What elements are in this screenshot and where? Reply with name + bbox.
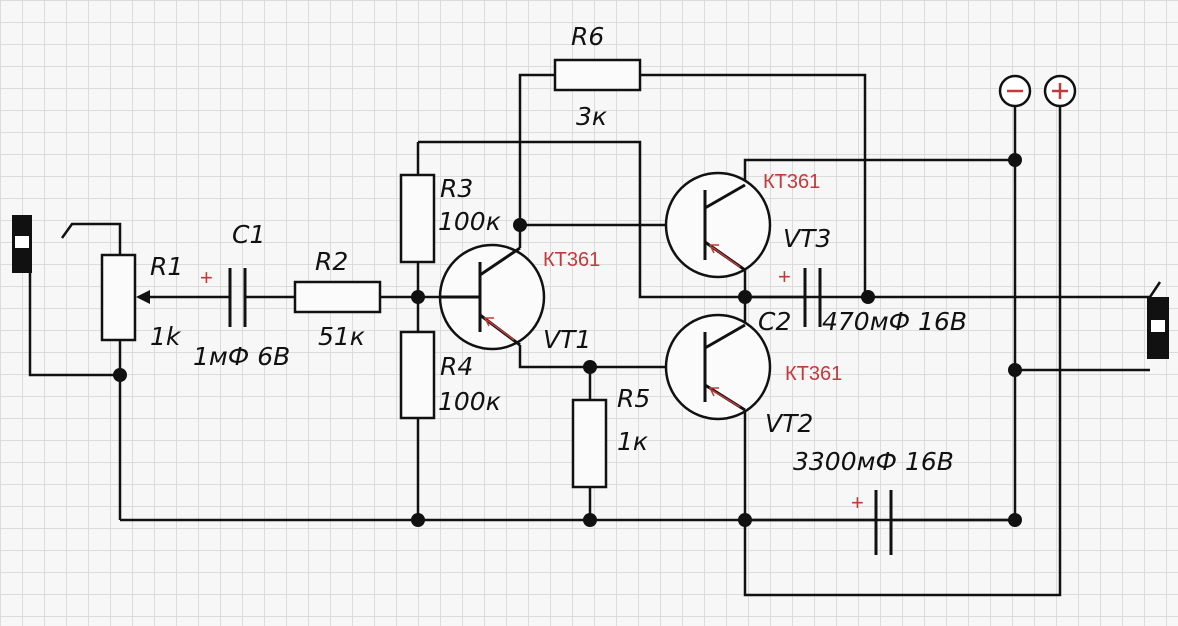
vt3-body <box>664 171 772 279</box>
vt3-collector <box>704 183 746 210</box>
vt3-label: VT3 <box>783 224 831 253</box>
c1-label: C1 <box>232 220 265 249</box>
resistors <box>100 58 642 489</box>
vt2-label: VT2 <box>765 409 813 438</box>
r6-label: R6 <box>571 22 604 51</box>
junction-dot <box>583 360 597 374</box>
wire-input-jack <box>28 265 120 377</box>
vt2-emitter-arrow <box>711 389 741 408</box>
vt3-emitter-arrow <box>711 246 741 268</box>
output-jack-tip <box>1151 320 1165 332</box>
c3-polarity: + <box>851 490 864 515</box>
junction-dot <box>1008 513 1022 527</box>
vt2-part-number: КТ361 <box>785 363 842 385</box>
resistor-r1 <box>100 253 137 342</box>
vt3-arrow-head <box>708 244 719 254</box>
resistor-r3 <box>399 173 436 264</box>
resistor-r2 <box>293 280 382 314</box>
c1-polarity: + <box>200 265 213 290</box>
c2-polarity: + <box>778 264 791 289</box>
c3-value: 3300мФ 16В <box>793 447 954 476</box>
r2-value: 51к <box>318 322 365 351</box>
r5-label: R5 <box>617 384 650 413</box>
capacitors <box>228 268 1015 555</box>
c2-label: C2 <box>758 307 791 336</box>
vt3-part-number: КТ361 <box>763 171 820 193</box>
r4-label: R4 <box>440 352 473 381</box>
junction-dot <box>738 513 752 527</box>
junction-dot <box>738 290 752 304</box>
input-jack-tip <box>15 236 29 248</box>
junction-dot <box>583 513 597 527</box>
power-terminals <box>998 74 1077 108</box>
wire-vt2-emitter <box>743 95 1062 597</box>
c1-value: 1мФ 6В <box>193 342 290 371</box>
junctions <box>113 153 1022 527</box>
vt2-arrow-head <box>708 387 719 397</box>
resistor-r6 <box>553 58 642 92</box>
c2-value: 470мФ 16В <box>822 307 967 336</box>
resistor-r4 <box>399 330 436 420</box>
vt1-emitter-arrow <box>486 319 515 341</box>
r1-value: 1k <box>150 322 182 351</box>
transistor-vt3 <box>664 171 772 279</box>
resistor-r5 <box>571 398 608 489</box>
input-jack <box>12 215 32 273</box>
wire-r6-right <box>640 73 867 297</box>
junction-dot <box>113 368 127 382</box>
r3-value: 100к <box>438 207 501 236</box>
vt2-collector <box>704 323 746 350</box>
r2-label: R2 <box>315 247 348 276</box>
wire-input-top <box>60 222 122 255</box>
vt1-part-number: КТ361 <box>543 249 600 271</box>
junction-dot <box>411 290 425 304</box>
wire-r6-left <box>518 73 555 225</box>
vt2-body <box>664 313 772 421</box>
r4-value: 100к <box>438 387 501 416</box>
transistor-vt1 <box>438 225 546 351</box>
vt1-label: VT1 <box>543 325 591 354</box>
r1-wiper-arrow <box>136 290 150 304</box>
r3-label: R3 <box>440 174 473 203</box>
labels: R1 1k C1 + 1мФ 6В R2 51к R3 100к R4 100к… <box>150 22 967 515</box>
vt1-arrow-head <box>483 317 494 327</box>
junction-dot <box>1008 153 1022 167</box>
junction-dot <box>1008 363 1022 377</box>
output-jack <box>1147 297 1169 359</box>
junction-dot <box>861 290 875 304</box>
transistor-vt2 <box>664 313 772 421</box>
r1-label: R1 <box>150 252 183 281</box>
wire-vt1-emitter <box>518 345 705 369</box>
junction-dot <box>513 218 527 232</box>
junction-dot <box>411 513 425 527</box>
r5-value: 1к <box>617 427 648 456</box>
vt1-collector <box>479 246 521 277</box>
r6-value: 3к <box>576 102 607 131</box>
